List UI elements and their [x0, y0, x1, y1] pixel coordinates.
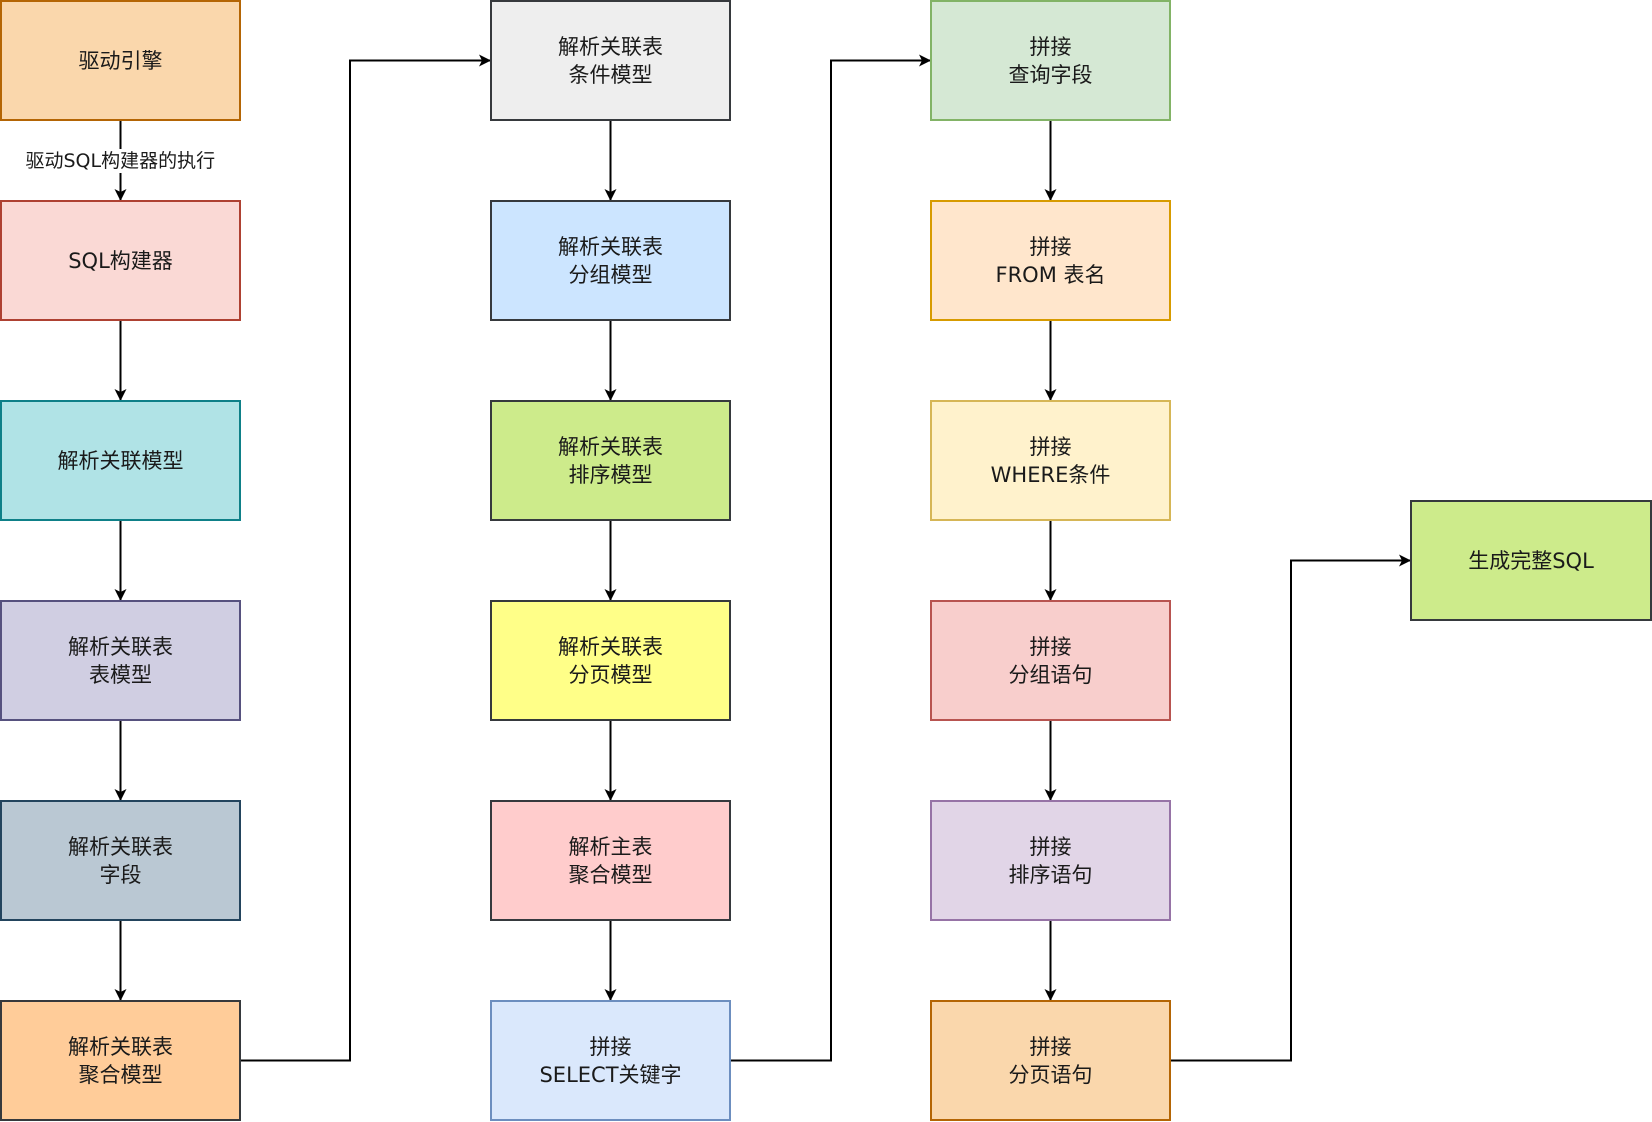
- node-n2[interactable]: SQL构建器: [0, 200, 241, 321]
- node-n9[interactable]: 解析关联表 排序模型: [490, 400, 731, 521]
- node-n15[interactable]: 拼接 WHERE条件: [930, 400, 1171, 521]
- node-n17[interactable]: 拼接 排序语句: [930, 800, 1171, 921]
- node-n16[interactable]: 拼接 分组语句: [930, 600, 1171, 721]
- node-n5[interactable]: 解析关联表 字段: [0, 800, 241, 921]
- edge-n6-n7: [241, 54, 491, 1062]
- node-n1[interactable]: 驱动引擎: [0, 0, 241, 121]
- node-n3[interactable]: 解析关联模型: [0, 400, 241, 521]
- node-n7[interactable]: 解析关联表 条件模型: [490, 0, 731, 121]
- node-n6[interactable]: 解析关联表 聚合模型: [0, 1000, 241, 1121]
- node-n10[interactable]: 解析关联表 分页模型: [490, 600, 731, 721]
- node-n12[interactable]: 拼接 SELECT关键字: [490, 1000, 731, 1121]
- node-n13[interactable]: 拼接 查询字段: [930, 0, 1171, 121]
- node-n11[interactable]: 解析主表 聚合模型: [490, 800, 731, 921]
- node-n8[interactable]: 解析关联表 分组模型: [490, 200, 731, 321]
- node-n18[interactable]: 拼接 分页语句: [930, 1000, 1171, 1121]
- node-n14[interactable]: 拼接 FROM 表名: [930, 200, 1171, 321]
- node-n4[interactable]: 解析关联表 表模型: [0, 600, 241, 721]
- edge-n12-n13: [731, 54, 931, 1062]
- node-n19[interactable]: 生成完整SQL: [1410, 500, 1652, 621]
- edge-n18-n19: [1171, 554, 1411, 1062]
- edge-label: 驱动SQL构建器的执行: [23, 148, 218, 173]
